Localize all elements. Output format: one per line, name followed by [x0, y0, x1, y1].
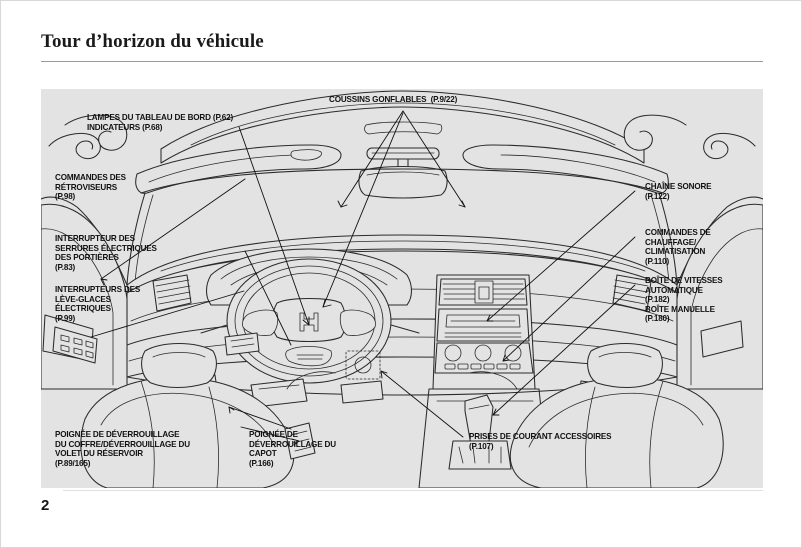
- rear-seats: [286, 371, 518, 390]
- sun-visors: [135, 144, 669, 194]
- center-vents: [438, 278, 528, 306]
- callout-power-window-switches: INTERRUPTEURS DES LÈVE-GLACES ÉLECTRIQUE…: [55, 285, 141, 323]
- windshield-pillars: [126, 168, 678, 286]
- title-divider: [41, 61, 763, 62]
- callout-door-lock-switches: INTERRUPTEUR DES SERRURES ÉLECTRIQUES DE…: [55, 234, 157, 272]
- gear-shifter: [448, 394, 512, 470]
- rearview-mirror: [358, 147, 448, 199]
- roof-headliner: [160, 90, 645, 164]
- leader-lines: [90, 110, 636, 446]
- callout-audio-system: CHAÎNE SONORE (P.122): [645, 182, 712, 201]
- climate-controls: [434, 342, 534, 374]
- left-door-panel: [41, 203, 260, 390]
- callout-mirror-controls: COMMANDES DES RÉTROVISEURS (P.98): [55, 173, 126, 202]
- callout-hood-release: POIGNÉE DE DÉVERROUILLAGE DU CAPOT (P.16…: [249, 430, 336, 468]
- left-side-vent: [152, 274, 192, 312]
- vehicle-interior-illustration: .ln { fill:none; stroke:#2b2b2b; stroke-…: [41, 89, 763, 488]
- callout-climate-controls: COMMANDES DE CHAUFFAGE/ CLIMATISATION (P…: [645, 228, 711, 266]
- front-left-seat: [80, 343, 316, 488]
- callout-trunk-fuel-release: POIGNÉE DE DÉVERROUILLAGE DU COFFRE/DÉVE…: [55, 430, 190, 468]
- page-title: Tour d’horizon du véhicule: [41, 31, 264, 52]
- callout-transmission: BOÎTE DE VITESSES AUTOMATIQUE (P.182) BO…: [645, 276, 723, 324]
- audio-head-unit: [436, 308, 530, 342]
- callout-accessory-sockets: PRISES DE COURANT ACCESSOIRES (P.107): [469, 432, 612, 451]
- power-window-switches: [52, 326, 98, 364]
- trunk-fuel-release-lever: [284, 422, 316, 460]
- front-right-seat: [509, 343, 724, 488]
- footer-divider: [63, 490, 763, 491]
- accessory-power-socket: [345, 350, 381, 380]
- callout-airbags: COUSSINS GONFLABLES (P.9/22): [329, 95, 458, 104]
- callout-dashboard-lights: LAMPES DU TABLEAU DE BORD (P.62) INDICAT…: [87, 113, 233, 132]
- grab-handles: [48, 114, 756, 160]
- right-side-vent: [612, 274, 652, 312]
- right-door-panel: [676, 203, 763, 390]
- page-number: 2: [41, 497, 50, 514]
- center-stack: [432, 274, 536, 390]
- door-lock-switch: [224, 332, 260, 356]
- vehicle-interior-linework: .ln { fill:none; stroke:#2b2b2b; stroke-…: [41, 90, 763, 488]
